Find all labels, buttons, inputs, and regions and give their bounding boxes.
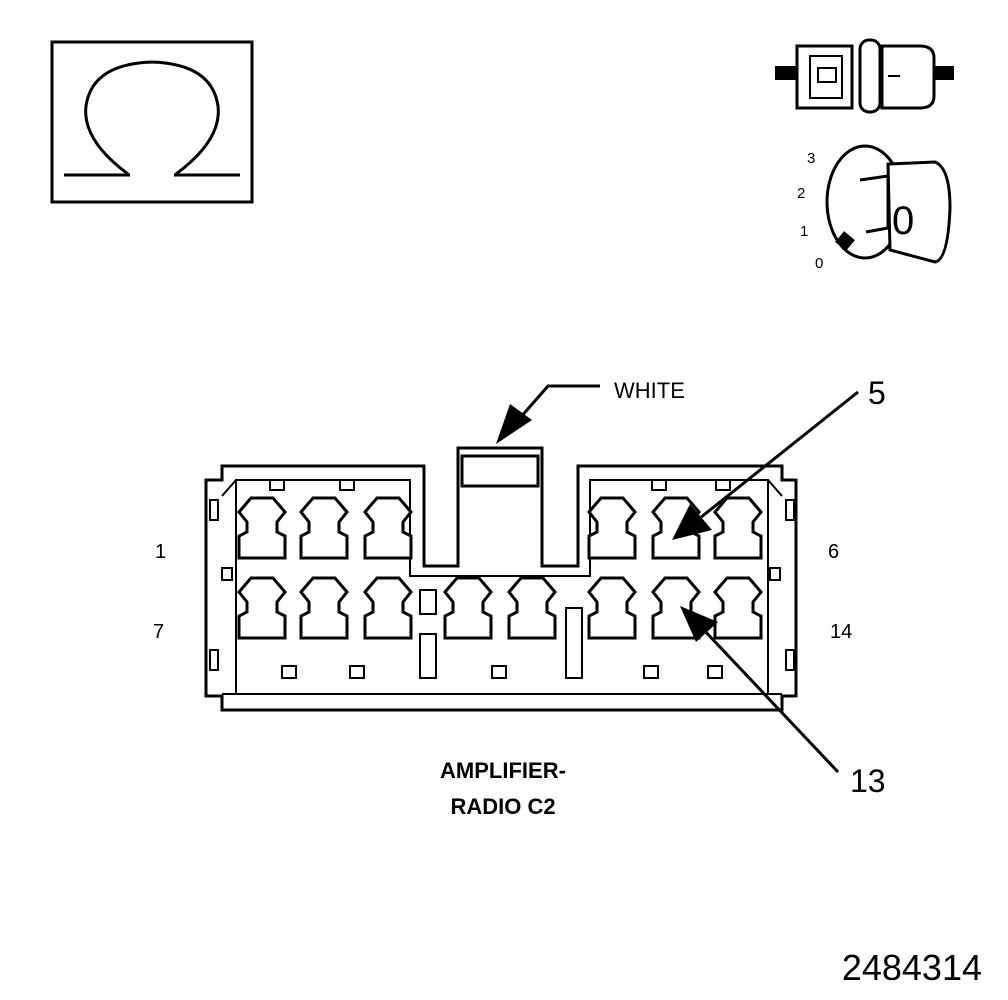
terminal-cavity bbox=[237, 576, 287, 640]
figure-number: 2484314 bbox=[842, 947, 982, 988]
disconnected-connector-icon bbox=[775, 38, 954, 114]
pin-label-1: 1 bbox=[155, 541, 166, 563]
ignition-position-1: 1 bbox=[800, 223, 808, 240]
terminal-cavity bbox=[507, 576, 557, 640]
terminal-cavity bbox=[587, 576, 637, 640]
cavity-array bbox=[237, 496, 763, 640]
ignition-key-icon: 3 2 1 0 0 bbox=[797, 144, 952, 272]
callout-label-13: 13 bbox=[850, 763, 886, 799]
terminal-cavity bbox=[299, 496, 349, 560]
connector-name-line2: RADIO C2 bbox=[450, 794, 555, 819]
callout-13: 13 bbox=[680, 606, 886, 799]
terminal-cavity bbox=[443, 576, 493, 640]
ignition-position-3: 3 bbox=[807, 150, 815, 167]
terminal-cavity bbox=[237, 496, 287, 560]
terminal-cavity bbox=[363, 576, 413, 640]
pin-label-7: 7 bbox=[153, 621, 164, 643]
ignition-position-2: 2 bbox=[797, 185, 805, 202]
terminal-cavity bbox=[713, 576, 763, 640]
connector-body bbox=[204, 446, 798, 712]
callout-5: 5 bbox=[672, 375, 886, 540]
connector-color-label: WHITE bbox=[614, 378, 685, 403]
pin-label-6: 6 bbox=[828, 541, 839, 563]
ignition-key-label: 0 bbox=[892, 199, 914, 243]
terminal-cavity bbox=[299, 576, 349, 640]
terminal-cavity bbox=[363, 496, 413, 560]
ohm-meter-icon bbox=[50, 40, 254, 204]
terminal-cavity bbox=[713, 496, 763, 560]
color-callout: WHITE bbox=[496, 378, 685, 444]
ignition-position-0: 0 bbox=[815, 255, 823, 272]
pin-label-14: 14 bbox=[830, 621, 852, 643]
callout-label-5: 5 bbox=[868, 375, 886, 411]
connector-name-line1: AMPLIFIER- bbox=[440, 758, 566, 783]
terminal-cavity bbox=[587, 496, 637, 560]
